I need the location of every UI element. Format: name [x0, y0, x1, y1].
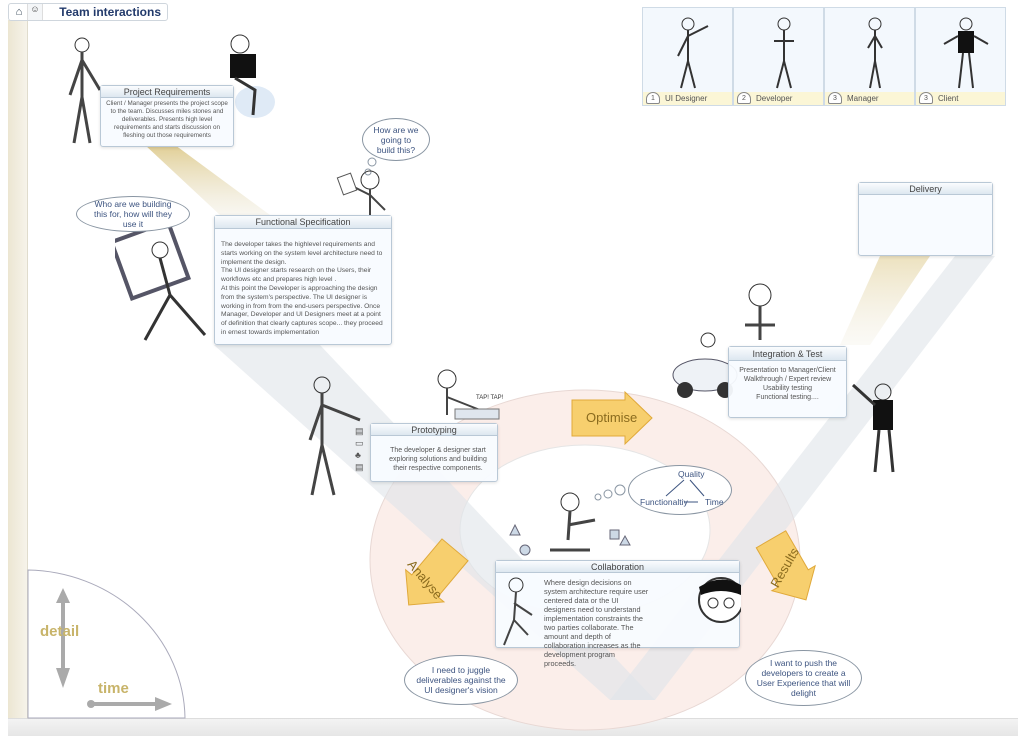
speech-bubble-push: I want to push the developers to create … — [745, 650, 862, 706]
arrow-down-icon — [56, 668, 70, 688]
stage-description: The developer takes the highlevel requir… — [221, 241, 383, 336]
stage-description: The developer & designer start exploring… — [389, 447, 487, 472]
stage-title: Prototyping — [371, 424, 497, 436]
client-illustration — [230, 34, 275, 118]
quality-triangle-lines — [665, 479, 705, 503]
stage-functional-specification[interactable]: Functional Specification The developer t… — [214, 215, 392, 345]
manager-in-toy-car-illustration — [672, 283, 775, 398]
role-label: Manager — [825, 92, 914, 105]
role-label: Developer — [734, 92, 823, 105]
developer-thinking-illustration — [336, 170, 386, 217]
legend-quarter — [27, 569, 186, 719]
client-figure — [943, 17, 989, 89]
legend-time-label: time — [98, 680, 129, 697]
role-number: 3 — [828, 92, 842, 104]
home-icon[interactable]: ⌂ — [15, 6, 23, 18]
stage-description: Client / Manager presents the project sc… — [106, 100, 228, 139]
stage-collaboration[interactable]: Collaboration Where design decisions on … — [495, 560, 741, 668]
client-gesturing-illustration — [851, 383, 895, 473]
beam-delivery — [840, 256, 930, 345]
stage-integration-test[interactable]: Integration & Test Presentation to Manag… — [728, 346, 847, 418]
stage-description: Presentation to Manager/Client Walkthrou… — [739, 367, 836, 401]
speech-bubble-juggle: I need to juggle deliverables against th… — [404, 655, 518, 705]
role-number: 1 — [646, 92, 660, 104]
ui-designer-closeup-illustration — [698, 577, 741, 623]
developer-figure — [774, 17, 794, 89]
developer-building-blocks-illustration — [509, 492, 631, 556]
frame-left — [8, 20, 28, 736]
thought-bubble-who-for: Who are we building this for, how will t… — [76, 196, 190, 232]
optimise-arrow — [571, 390, 653, 446]
beam-requirements — [145, 145, 270, 215]
prototype-icons: ▤▭♣▤ — [355, 426, 364, 472]
page-title: Team interactions — [59, 5, 161, 19]
legend-detail-label: detail — [40, 623, 80, 640]
manager-illustration — [68, 37, 102, 144]
stage-title: Integration & Test — [729, 347, 846, 361]
stage-delivery[interactable]: Delivery — [858, 182, 993, 256]
stage-description: Where design decisions on system archite… — [544, 578, 649, 668]
stage-title: Collaboration — [496, 561, 739, 573]
role-number: 3 — [919, 92, 933, 104]
role-number: 2 — [737, 92, 751, 104]
triangle-functionality: Functionaltiy — [640, 497, 688, 507]
optimise-label: Optimise — [586, 410, 638, 425]
title-bar: ⌂ ☺ Team interactions — [8, 3, 168, 21]
results-arrow — [755, 530, 816, 601]
manager-figure — [867, 17, 883, 89]
tap-text: TAP! TAP! — [476, 395, 504, 401]
arrow-up-icon — [56, 588, 70, 603]
triangle-time: Time — [705, 497, 724, 507]
thought-bubble-quality-triangle — [628, 465, 732, 515]
team-thumbnail-icon[interactable]: ☺ — [27, 4, 43, 20]
role-label: UI Designer — [643, 92, 732, 105]
stage-title: Project Requirements — [101, 86, 233, 98]
thought-bubble-how-build: How are we going to build this? — [362, 118, 430, 161]
stage-title: Functional Specification — [215, 216, 391, 229]
stage-project-requirements[interactable]: Project Requirements Client / Manager pr… — [100, 85, 234, 147]
role-label: Client — [916, 92, 1005, 105]
stage-prototyping[interactable]: Prototyping The developer & designer sta… — [370, 423, 498, 482]
analyse-arrow — [405, 538, 469, 606]
ui-designer-figure — [677, 17, 709, 89]
stage-title: Delivery — [859, 183, 992, 195]
developer-typing-illustration — [437, 369, 500, 420]
manager-kneeling-illustration — [503, 577, 533, 646]
arrow-right-icon — [155, 697, 172, 711]
triangle-quality: Quality — [678, 469, 705, 479]
ui-designer-presenting-illustration — [308, 376, 361, 496]
